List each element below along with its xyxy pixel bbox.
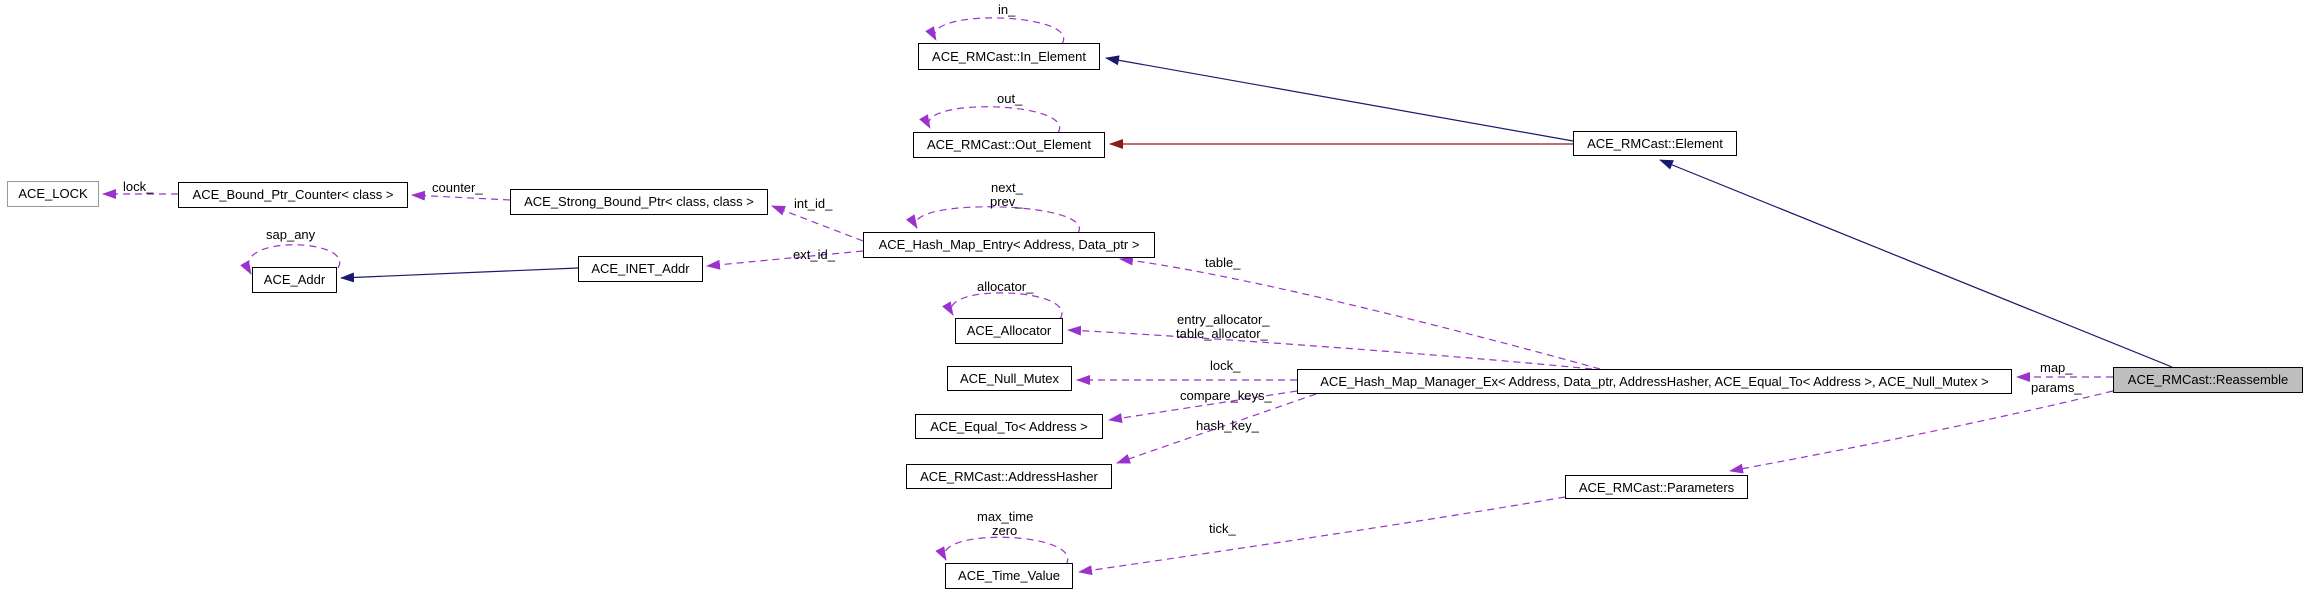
edge-label-map: map_ <box>2040 360 2073 375</box>
node-hash-map-manager[interactable]: ACE_Hash_Map_Manager_Ex< Address, Data_p… <box>1297 369 2012 394</box>
node-ace-addr[interactable]: ACE_Addr <box>252 267 337 293</box>
edge-label-tick: tick_ <box>1209 521 1236 536</box>
edge-self-next-prev <box>905 206 1080 234</box>
edge-label-params: params_ <box>2031 380 2082 395</box>
edge-counter <box>411 190 511 201</box>
edge-label-entry-allocator: entry_allocator_ <box>1177 312 1270 327</box>
node-strong-bound-ptr[interactable]: ACE_Strong_Bound_Ptr< class, class > <box>510 189 768 215</box>
edge-reassemble-to-element <box>1659 159 2173 368</box>
edge-self-in <box>925 17 1065 45</box>
edge-int-id <box>771 205 864 242</box>
edge-label-next: next_ <box>991 180 1023 195</box>
node-reassemble: ACE_RMCast::Reassemble <box>2113 367 2303 393</box>
edge-label-ext-id: ext_id_ <box>793 247 835 262</box>
edge-label-lock-manager: lock_ <box>1210 358 1241 373</box>
edge-self-sap-any <box>240 244 341 275</box>
node-hash-map-entry[interactable]: ACE_Hash_Map_Entry< Address, Data_ptr > <box>863 232 1155 258</box>
node-element[interactable]: ACE_RMCast::Element <box>1573 131 1737 156</box>
edge-label-sap-any: sap_any <box>266 227 316 242</box>
edge-label-lock: lock_ <box>123 179 154 194</box>
node-in-element[interactable]: ACE_RMCast::In_Element <box>918 43 1100 70</box>
edge-compare-keys <box>1108 390 1298 423</box>
edge-label-counter: counter_ <box>432 180 483 195</box>
edge-params <box>1729 390 2114 474</box>
edge-inet-addr-to-ace-addr <box>340 267 579 283</box>
node-out-element[interactable]: ACE_RMCast::Out_Element <box>913 132 1105 158</box>
edge-label-in: in_ <box>998 2 1016 17</box>
edge-ext-id <box>706 250 864 270</box>
edge-self-out <box>919 106 1061 134</box>
edge-tick <box>1078 496 1566 576</box>
edge-label-zero: zero <box>992 523 1018 538</box>
node-address-hasher[interactable]: ACE_RMCast::AddressHasher <box>906 464 1112 489</box>
edge-entry-table-allocator <box>1067 325 1593 370</box>
edge-element-to-in-element <box>1105 55 1574 142</box>
node-allocator[interactable]: ACE_Allocator <box>955 318 1063 344</box>
edge-label-table: table_ <box>1205 255 1241 270</box>
node-equal-to[interactable]: ACE_Equal_To< Address > <box>915 414 1103 439</box>
edge-label-hash-key: hash_key_ <box>1196 418 1259 433</box>
node-inet-addr[interactable]: ACE_INET_Addr <box>578 256 703 282</box>
edge-label-table-allocator: table_allocator_ <box>1176 326 1268 341</box>
node-bound-ptr-counter[interactable]: ACE_Bound_Ptr_Counter< class > <box>178 182 408 208</box>
edge-label-out: out_ <box>997 91 1023 106</box>
edge-table <box>1119 255 1601 370</box>
node-ace-lock: ACE_LOCK <box>7 181 99 207</box>
edge-label-int-id: int_id_ <box>794 196 833 211</box>
edge-label-allocator: allocator_ <box>977 279 1034 294</box>
edge-label-max-time: max_time <box>977 509 1034 524</box>
node-null-mutex[interactable]: ACE_Null_Mutex <box>947 366 1072 391</box>
edge-label-prev: prev_ <box>990 194 1023 209</box>
node-parameters[interactable]: ACE_RMCast::Parameters <box>1565 475 1748 499</box>
edge-self-allocator <box>942 292 1063 320</box>
edge-self-max-time-zero <box>935 536 1069 566</box>
node-time-value[interactable]: ACE_Time_Value <box>945 563 1073 589</box>
edge-label-compare-keys: compare_keys_ <box>1180 388 1272 403</box>
